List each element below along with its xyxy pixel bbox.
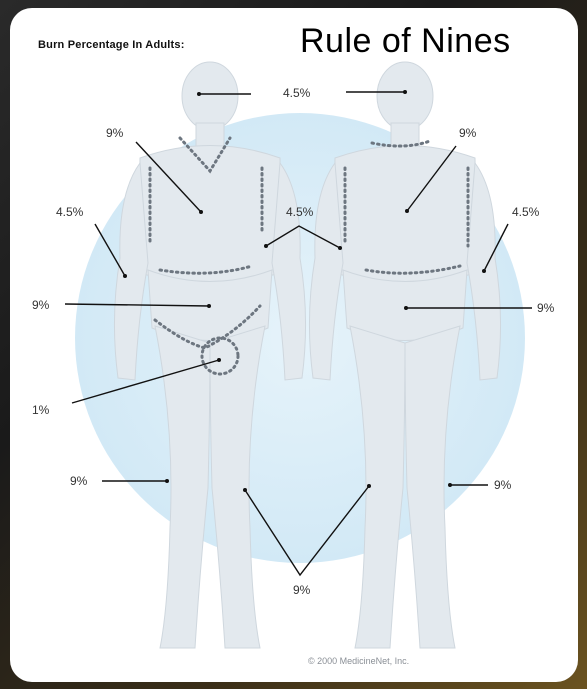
label-genital: 1% [32,403,49,417]
label-left-leg: 9% [70,474,87,488]
label-center-arm: 4.5% [286,205,313,219]
subtitle: Burn Percentage In Adults: [38,39,185,51]
page-title: Rule of Nines [300,22,511,61]
copyright-text: © 2000 MedicineNet, Inc. [308,656,409,666]
label-right-leg: 9% [494,478,511,492]
label-left-arm: 4.5% [56,205,83,219]
label-lower-legs: 9% [293,583,310,597]
title-row: Burn Percentage In Adults: Rule of Nines [10,24,578,64]
label-back-torso: 9% [459,126,476,140]
label-back-lower: 9% [537,301,554,315]
label-front-torso: 9% [106,126,123,140]
label-right-arm: 4.5% [512,205,539,219]
body-diagram [10,8,578,682]
diagram-card: Burn Percentage In Adults: Rule of Nines… [10,8,578,682]
label-front-abdomen: 9% [32,298,49,312]
label-head: 4.5% [283,86,310,100]
